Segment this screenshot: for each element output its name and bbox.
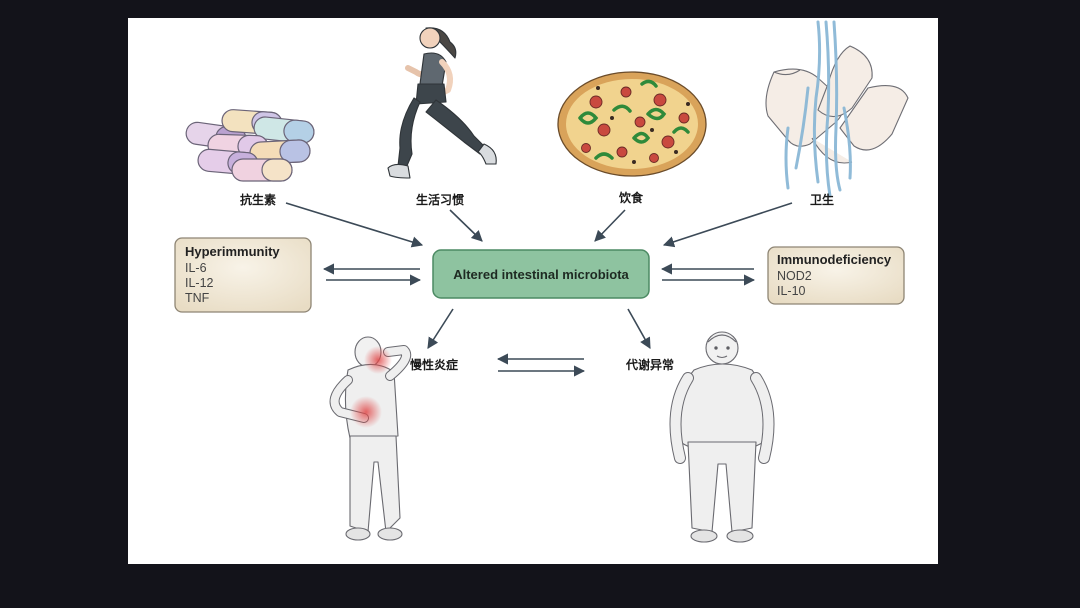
label-lifestyle: 生活习惯	[416, 192, 464, 207]
runner-icon	[387, 27, 497, 179]
arrow-center-to-inflammation	[427, 308, 454, 349]
pills-icon	[185, 109, 315, 182]
label-metabolic-disorder: 代谢异常	[625, 357, 674, 372]
arrow-diet-to-center	[594, 209, 626, 242]
hyperimmunity-item: IL-12	[185, 276, 214, 290]
label-antibiotics: 抗生素	[240, 192, 276, 207]
hyperimmunity-title: Hyperimmunity	[185, 244, 280, 259]
arrow-center-to-metabolic	[627, 308, 651, 349]
label-hygiene: 卫生	[810, 192, 834, 207]
label-diet: 饮食	[618, 190, 644, 205]
arrow-antibiotics-to-center	[285, 202, 424, 248]
hyperimmunity-item: IL-6	[185, 261, 207, 275]
center-node-box	[432, 249, 650, 299]
figure-panel: 抗生素 生活习惯 饮食 卫生 Altered intestinal microb…	[128, 18, 938, 564]
label-chronic-inflammation: 慢性炎症	[410, 357, 458, 372]
immunodeficiency-box: Immunodeficiency NOD2 IL-10	[767, 246, 905, 305]
center-node-label: Altered intestinal microbiota	[453, 267, 629, 282]
metabolic-figure-icon	[669, 331, 775, 543]
pizza-icon	[557, 71, 707, 177]
microbiota-diagram: 抗生素 生活习惯 饮食 卫生 Altered intestinal microb…	[174, 20, 909, 543]
hyperimmunity-item: TNF	[185, 291, 210, 305]
immunodeficiency-item: NOD2	[777, 269, 812, 283]
hyperimmunity-box: Hyperimmunity IL-6 IL-12 TNF	[174, 237, 312, 313]
arrow-lifestyle-to-center	[449, 209, 483, 242]
immunodeficiency-item: IL-10	[777, 284, 806, 298]
arrow-hygiene-to-center	[662, 202, 793, 248]
immunodeficiency-title: Immunodeficiency	[777, 252, 892, 267]
handwashing-icon	[765, 20, 909, 198]
center-node: Altered intestinal microbiota	[432, 249, 650, 299]
inflammation-figure-icon	[329, 336, 412, 541]
